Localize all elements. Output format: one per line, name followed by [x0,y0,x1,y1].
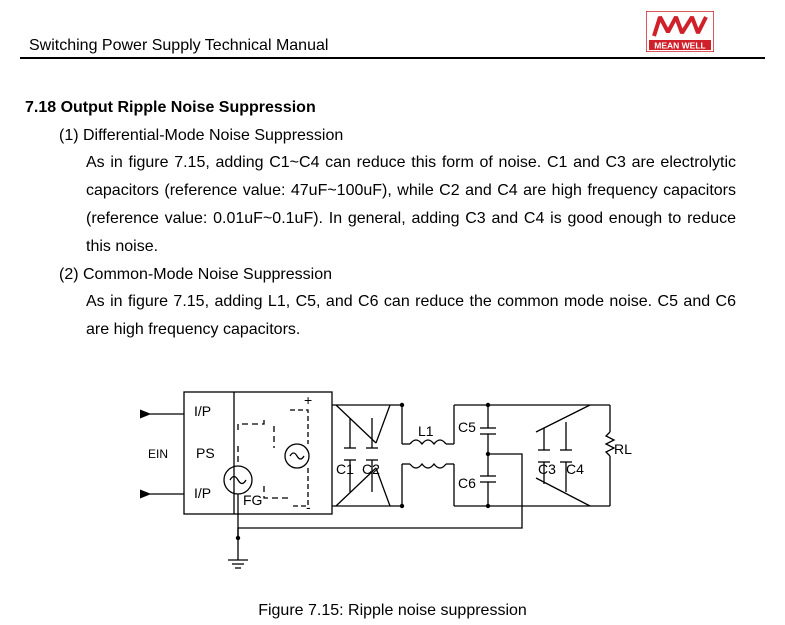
power-supply-box [183,391,333,515]
subsection-heading-differential: (1) Differential-Mode Noise Suppression [59,127,344,144]
label-c6: C6 [458,475,476,491]
label-c4: C4 [566,461,584,477]
label-l1: L1 [418,423,434,439]
logo-text: MEAN WELL [654,41,705,51]
subsection-heading-common: (2) Common-Mode Noise Suppression [59,266,332,283]
label-rl: RL [614,441,632,457]
label-fg: FG [243,492,262,508]
section-heading: 7.18 Output Ripple Noise Suppression [25,99,316,116]
header-divider [20,57,765,59]
label-c1: C1 [336,461,354,477]
ripple-noise-circuit-diagram: I/P PS I/P EIN FG + - C1 C2 L1 C5 C6 C3 … [140,391,632,569]
label-c2: C2 [362,461,380,477]
label-plus: + [304,392,312,408]
paragraph-common: As in figure 7.15, adding L1, C5, and C6… [86,293,736,338]
label-c3: C3 [538,461,556,477]
label-ip-bottom: I/P [194,485,211,501]
label-minus: - [306,499,311,515]
label-ip-top: I/P [194,403,211,419]
label-ps: PS [196,445,215,461]
header-title: Switching Power Supply Technical Manual [29,37,329,54]
mean-well-logo: MEAN WELL [646,11,714,52]
paragraph-differential: As in figure 7.15, adding C1~C4 can redu… [86,154,736,255]
figure-caption: Figure 7.15: Ripple noise suppression [258,602,527,619]
label-c5: C5 [458,419,476,435]
label-ein: EIN [148,447,168,461]
